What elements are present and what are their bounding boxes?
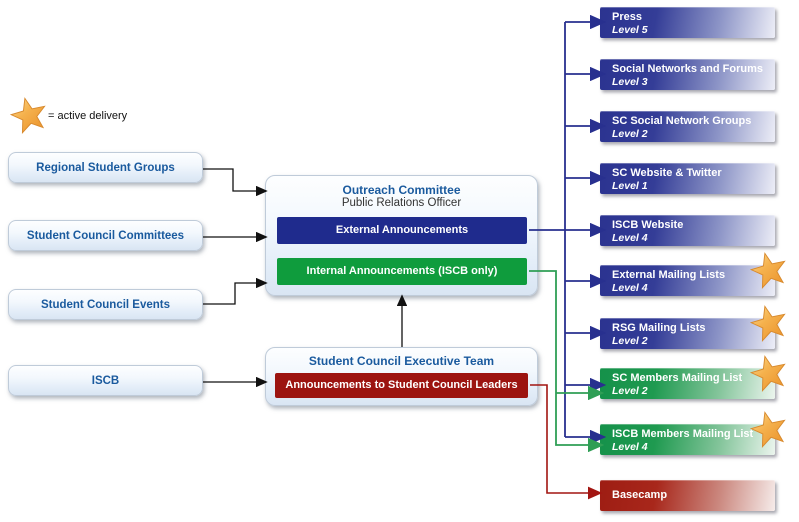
target-label: SC Website & Twitter: [612, 167, 722, 179]
source-box-regional-student-groups: Regional Student Groups: [8, 152, 203, 183]
source-label: Student Council Committees: [26, 229, 185, 242]
legend-label: = active delivery: [48, 110, 128, 122]
target-box-sc-members-mailing-list: SC Members Mailing List Level 2: [600, 355, 786, 399]
active-delivery-star-icon: [750, 355, 786, 392]
target-label: ISCB Website: [612, 219, 684, 231]
source-box-student-council-events: Student Council Events: [8, 289, 203, 320]
outreach-committee-title: Outreach Committee: [342, 183, 461, 197]
target-label: External Mailing Lists: [612, 269, 726, 281]
active-delivery-star-icon: [750, 305, 786, 342]
target-level: Level 5: [612, 24, 648, 36]
source-label: Student Council Events: [40, 298, 171, 311]
target-label: Basecamp: [612, 489, 668, 501]
source-label: Regional Student Groups: [36, 161, 175, 174]
active-delivery-star-icon: [750, 411, 786, 448]
target-label: Press: [612, 11, 642, 23]
channel-bar-announcements-to-leaders: Announcements to Student Council Leaders: [275, 373, 528, 398]
target-label: Social Networks and Forums: [612, 63, 763, 75]
source-box-student-council-committees: Student Council Committees: [8, 220, 203, 251]
target-box-iscb-website: ISCB Website Level 4: [600, 215, 775, 246]
target-level: Level 2: [612, 128, 648, 140]
executive-team-box: Student Council Executive Team Announcem…: [265, 347, 538, 406]
target-box-social-networks-and-forums: Social Networks and Forums Level 3: [600, 59, 775, 90]
target-label: RSG Mailing Lists: [612, 322, 706, 334]
outreach-committee-box: Outreach Committee Public Relations Offi…: [265, 175, 538, 296]
target-box-press: Press Level 5: [600, 7, 775, 38]
source-label: ISCB: [91, 374, 120, 387]
star-icon: [10, 97, 46, 134]
target-level: Level 4: [612, 232, 648, 244]
executive-team-title: Student Council Executive Team: [308, 354, 495, 368]
channel-bar-internal-announcements: Internal Announcements (ISCB only): [277, 258, 527, 285]
target-box-external-mailing-lists: External Mailing Lists Level 4: [600, 252, 786, 296]
target-box-iscb-members-mailing-list: ISCB Members Mailing List Level 4: [600, 411, 786, 455]
target-box-rsg-mailing-lists: RSG Mailing Lists Level 2: [600, 305, 786, 349]
target-label: SC Members Mailing List: [612, 372, 743, 384]
target-level: Level 2: [612, 335, 648, 347]
target-level: Level 4: [612, 282, 648, 294]
target-level: Level 3: [612, 76, 648, 88]
target-box-basecamp: Basecamp: [600, 480, 775, 511]
outreach-committee-subtitle: Public Relations Officer: [341, 197, 462, 209]
target-level: Level 2: [612, 385, 648, 397]
source-box-iscb: ISCB: [8, 365, 203, 396]
target-level: Level 1: [612, 180, 648, 192]
target-label: SC Social Network Groups: [612, 115, 752, 127]
target-level: Level 4: [612, 441, 648, 453]
target-label: ISCB Members Mailing List: [612, 428, 754, 440]
channel-bar-external-announcements: External Announcements: [277, 217, 527, 244]
target-box-sc-website-twitter: SC Website & Twitter Level 1: [600, 163, 775, 194]
active-delivery-star-icon: [750, 252, 786, 289]
target-box-sc-social-network-groups: SC Social Network Groups Level 2: [600, 111, 775, 142]
